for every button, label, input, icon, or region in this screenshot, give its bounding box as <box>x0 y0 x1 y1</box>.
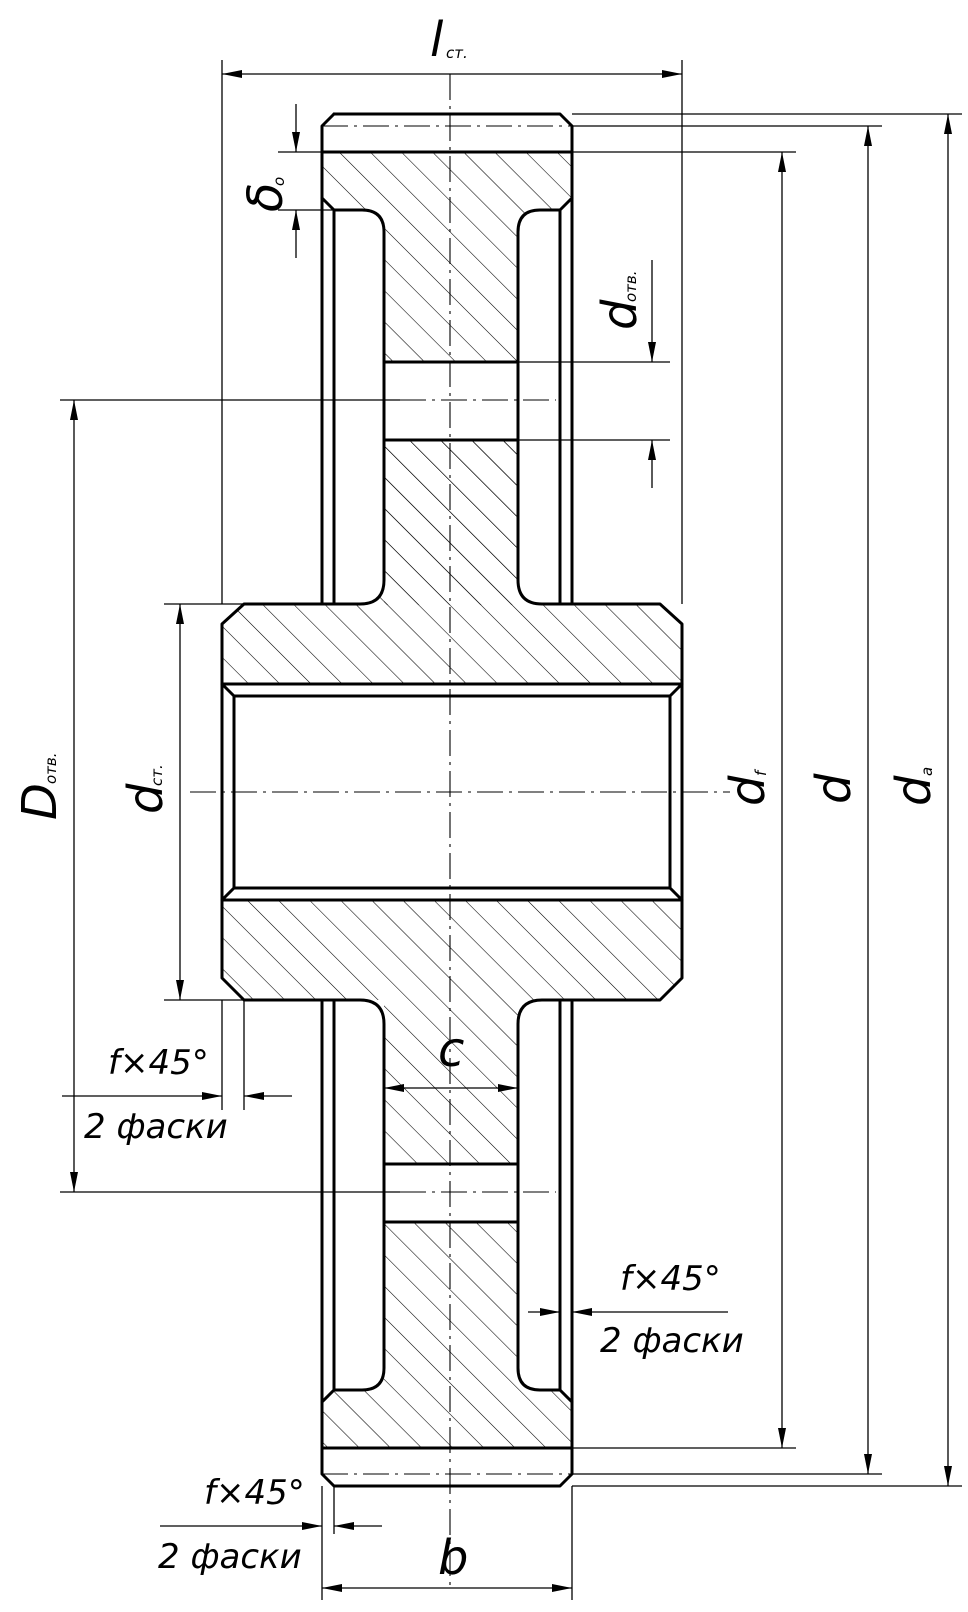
dimension-labels: l ст. δ o d отв. D отв. d ст. d f d <box>12 12 942 1586</box>
note-bottom-count: 2 фаски <box>158 1537 302 1577</box>
label-D-otv: D <box>12 783 68 820</box>
label-l-sub: ст. <box>446 44 468 62</box>
label-d-st-sub: ст. <box>148 764 166 786</box>
bore-c1 <box>220 682 236 698</box>
dimension-lines <box>60 60 962 1600</box>
label-d-a-sub: a <box>918 767 936 776</box>
rim-top-right-edge <box>332 112 574 606</box>
bore-c4 <box>668 886 684 902</box>
bore-c3 <box>220 886 236 902</box>
hatch-upper-web <box>322 152 572 362</box>
rim-bottom-edge <box>320 998 574 1488</box>
note-hub-count: 2 фаски <box>84 1107 228 1147</box>
web-cavity-lower-right <box>516 998 574 1392</box>
bore-c2 <box>668 682 684 698</box>
label-b: b <box>438 1530 468 1586</box>
hub-left <box>220 602 324 1002</box>
note-rim-size: f×45° <box>620 1259 721 1299</box>
rim-chamfer-br <box>558 1388 574 1404</box>
label-D-otv-sub: отв. <box>42 752 60 784</box>
label-d: d <box>806 773 862 804</box>
hatch-upper-web-mid <box>384 440 518 605</box>
note-rim-count: 2 фаски <box>600 1321 744 1361</box>
label-d-a: d <box>886 775 942 806</box>
web-cavity-lower-left <box>320 998 386 1392</box>
label-delta-sub: o <box>270 177 288 186</box>
hatch-upper-web-left <box>322 440 384 604</box>
label-d-st: d <box>118 783 174 814</box>
rim-chamfer-bl <box>320 1388 336 1404</box>
label-d-f-sub: f <box>752 768 770 776</box>
label-d-otv: d <box>592 299 648 330</box>
label-d-f: d <box>720 775 776 806</box>
hatch-lower-web-bottom <box>322 1222 572 1448</box>
hatched-sections <box>222 152 682 1448</box>
note-bottom-size: f×45° <box>204 1473 305 1513</box>
label-delta: δ <box>238 183 294 212</box>
web-cavity-upper-right <box>516 208 574 606</box>
rim-chamfer-tr <box>558 196 574 212</box>
chamfer-notes: f×45° 2 фаски f×45° 2 фаски f×45° 2 фаск… <box>84 1043 744 1577</box>
label-d-otv-sub: отв. <box>622 270 640 302</box>
center-lines <box>190 74 730 1590</box>
hatch-hub-lower <box>222 900 682 1000</box>
rim-chamfer-tl <box>320 196 336 212</box>
hub-right <box>570 602 684 1002</box>
hatch-lower-web <box>384 1000 518 1164</box>
note-hub-size: f×45° <box>108 1043 209 1083</box>
gear-outline <box>220 112 684 1488</box>
web-cavity-upper-left <box>320 208 386 606</box>
label-c: c <box>438 1022 464 1078</box>
hatch-hub-upper <box>222 604 682 684</box>
label-l: l <box>430 12 444 68</box>
